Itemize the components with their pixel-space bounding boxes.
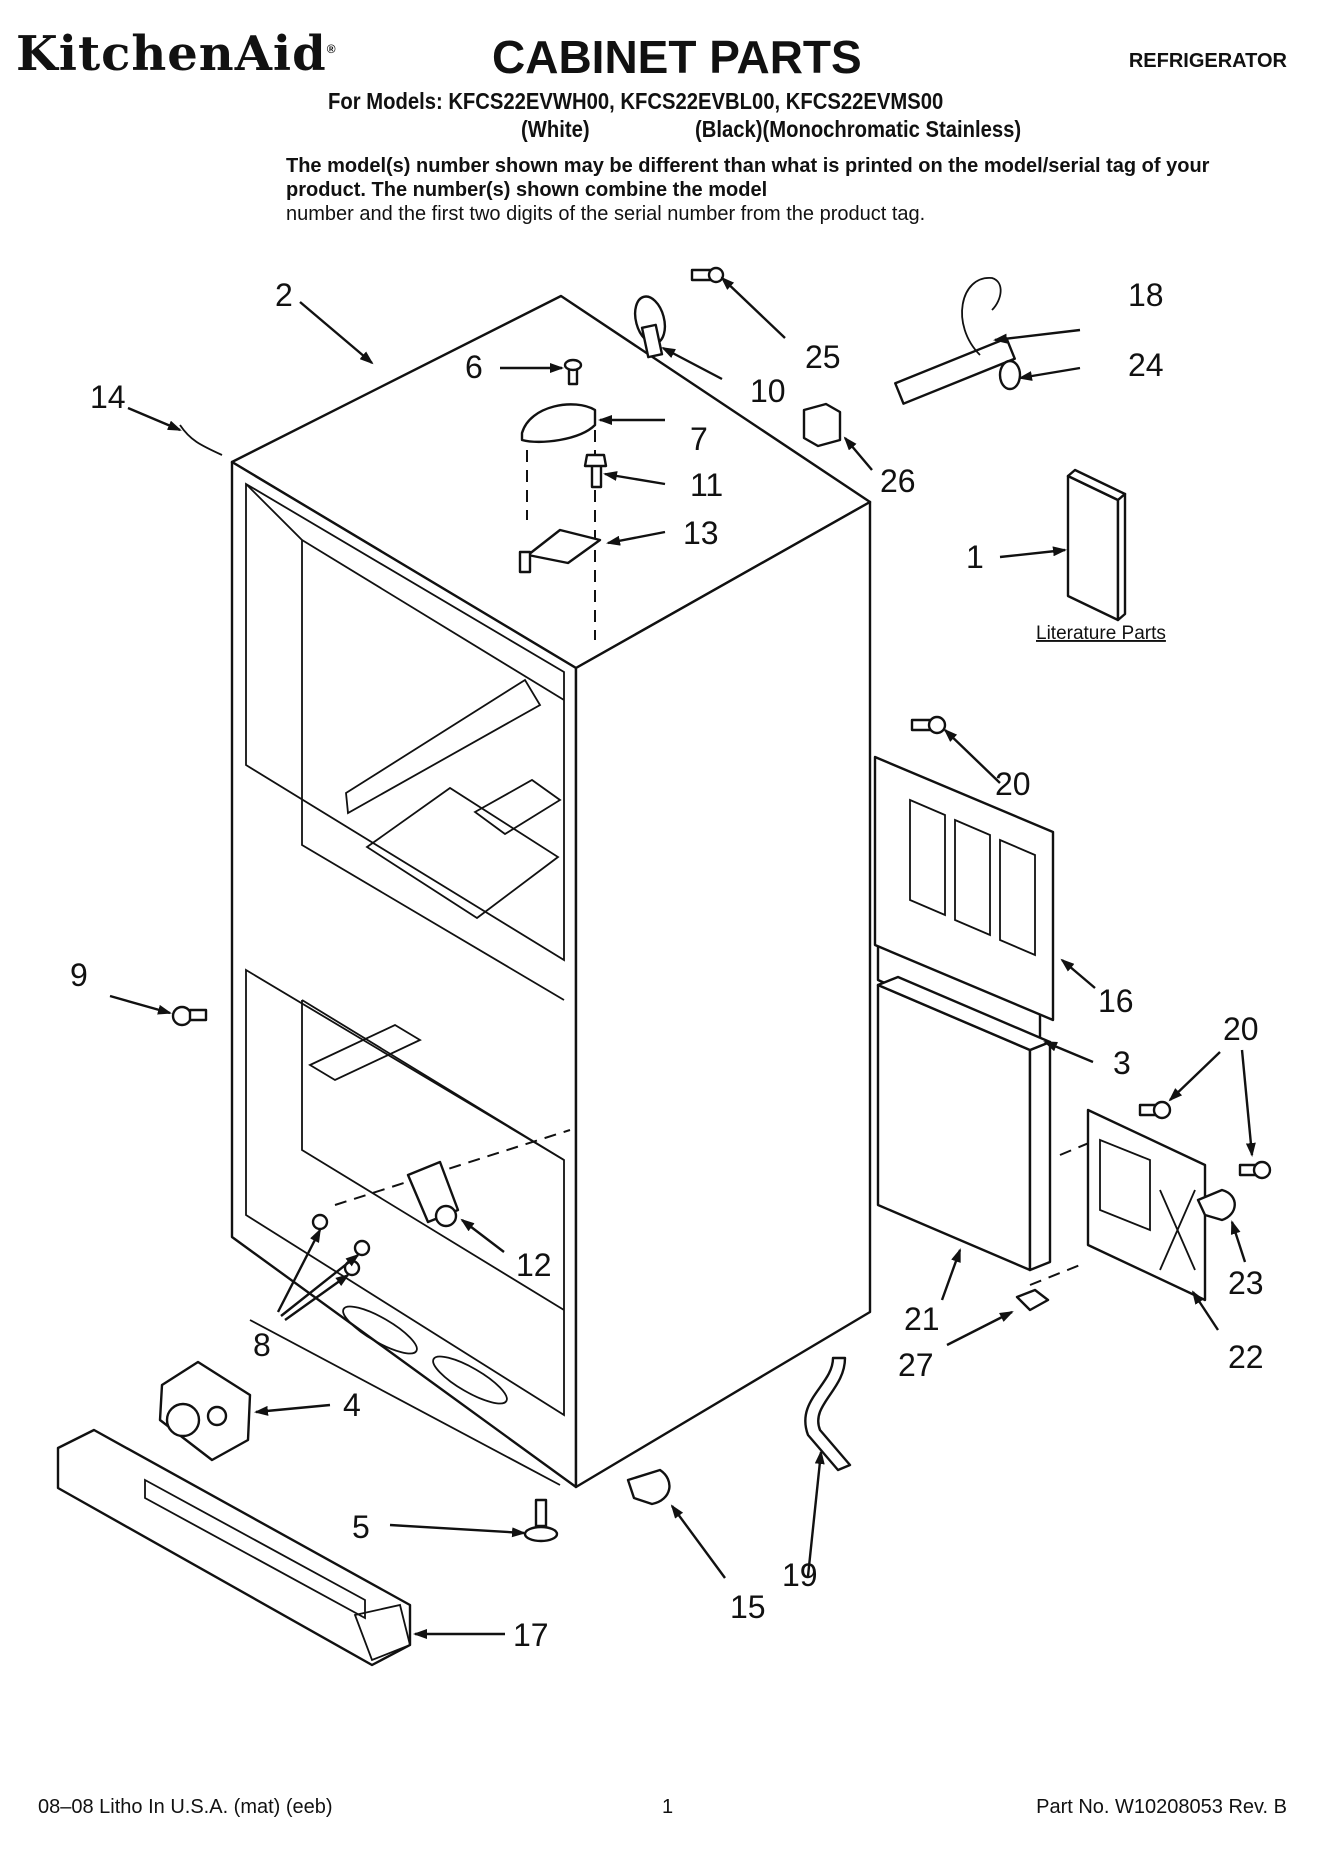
- part-14-tube: [179, 424, 223, 456]
- part-15-clamp: [626, 1468, 671, 1506]
- callout-20-upper: 20: [995, 766, 1031, 802]
- part-19-drain-tube: [804, 1356, 852, 1472]
- part-6-screw: [563, 358, 583, 386]
- part-23-clamp: [1196, 1188, 1236, 1222]
- brand-registered-mark: ®: [326, 42, 337, 56]
- callout-14: 14: [90, 379, 126, 415]
- callout-5: 5: [352, 1509, 370, 1545]
- callout-18: 18: [1128, 277, 1164, 313]
- callout-2: 2: [275, 277, 293, 313]
- callout-26: 26: [880, 463, 916, 499]
- callout-1: 1: [966, 539, 984, 575]
- part-7-hinge-cover: [520, 403, 597, 444]
- part-1-literature: [1066, 468, 1127, 622]
- part-20-screw-upper: [910, 715, 947, 735]
- part-13-hinge-bracket: [518, 528, 602, 574]
- callout-20-lower: 20: [1223, 1011, 1259, 1047]
- part-18-24-water-tube: [894, 277, 1022, 405]
- callout-11: 11: [690, 467, 723, 503]
- callout-10: 10: [750, 373, 786, 409]
- brand-logo: KitchenAid®: [16, 30, 337, 78]
- part-20-screw-lower-a: [1138, 1100, 1172, 1120]
- part-27-clip: [1015, 1288, 1050, 1312]
- part-9-screw: [171, 1005, 208, 1027]
- part-26-clip: [802, 402, 842, 448]
- callout-22: 22: [1228, 1339, 1264, 1375]
- part-4-roller-assembly: [158, 1360, 252, 1462]
- variant-white: (White): [521, 116, 590, 142]
- page-title: CABINET PARTS: [492, 31, 862, 83]
- notice-bold-text: The model(s) number shown may be differe…: [286, 155, 1210, 201]
- notice-normal-text: number and the first two digits of the s…: [286, 203, 926, 225]
- callout-8: 8: [253, 1327, 271, 1363]
- callout-6: 6: [465, 349, 483, 385]
- part-16-access-panel: [873, 755, 1055, 1022]
- callout-25: 25: [805, 339, 841, 375]
- part-11-hinge-bolt: [583, 453, 608, 489]
- literature-parts-label: Literature Parts: [1036, 623, 1166, 644]
- callout-4: 4: [343, 1387, 361, 1423]
- callout-12: 12: [516, 1247, 552, 1283]
- variant-black-stainless: (Black)(Monochromatic Stainless): [695, 116, 1022, 142]
- cabinet-body: [230, 294, 872, 1489]
- brand-name: KitchenAid: [16, 26, 327, 82]
- print-info: 08–08 Litho In U.S.A. (mat) (eeb): [38, 1796, 333, 1818]
- part-17-toe-grille: [56, 1428, 412, 1667]
- product-category: REFRIGERATOR: [1128, 50, 1287, 72]
- callout-7: 7: [690, 421, 708, 457]
- part-12-lower-hinge: [406, 1160, 460, 1228]
- part-20-screw-lower-b: [1238, 1160, 1272, 1180]
- part-25-hinge-screw: [690, 266, 725, 284]
- part-5-leveling-leg: [523, 1498, 559, 1543]
- callout-24: 24: [1128, 347, 1164, 383]
- callout-17: 17: [513, 1617, 549, 1653]
- models-line: For Models: KFCS22EVWH00, KFCS22EVBL00, …: [328, 88, 944, 114]
- part-number: Part No. W10208053 Rev. B: [1036, 1796, 1287, 1818]
- callout-15: 15: [730, 1589, 766, 1625]
- callout-3: 3: [1113, 1045, 1131, 1081]
- part-10-hinge-top: [633, 295, 667, 359]
- callout-19: 19: [782, 1557, 818, 1593]
- callout-16: 16: [1098, 983, 1134, 1019]
- model-notice: The model(s) number shown may be differe…: [286, 154, 1246, 226]
- part-22-mounting-plate: [1086, 1108, 1207, 1302]
- page-number: 1: [662, 1796, 674, 1818]
- leader-arrows: [109, 276, 1256, 1639]
- callout-27: 27: [898, 1347, 934, 1383]
- callout-9: 9: [70, 957, 88, 993]
- callout-23: 23: [1228, 1265, 1264, 1301]
- part-21-base-panel: [876, 975, 1052, 1272]
- callout-21: 21: [904, 1301, 940, 1337]
- callout-13: 13: [683, 515, 719, 551]
